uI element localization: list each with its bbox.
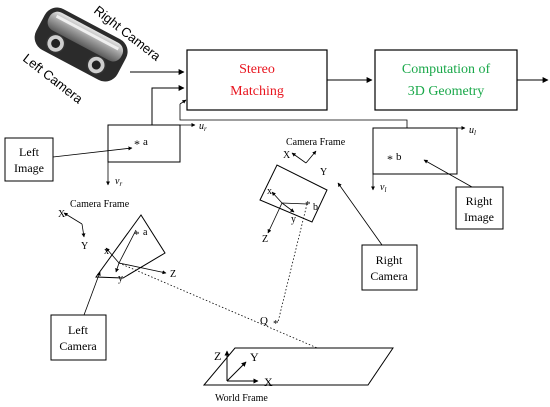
left-camera-x-inner-axis xyxy=(105,247,120,264)
stereo-matching-block xyxy=(186,49,328,111)
right-camera-callout-line2: Camera xyxy=(370,269,408,283)
geometry-line2: 3D Geometry xyxy=(408,84,485,99)
left-projection-ray xyxy=(118,262,323,351)
left-camera-image-plane xyxy=(95,214,166,279)
right-image-callout-arrow xyxy=(423,159,473,188)
world-x-label: X xyxy=(264,375,273,389)
right-camera-x-inner-axis xyxy=(271,191,283,204)
right-image-u-label: ul xyxy=(469,125,476,137)
left-camera-y-inner-axis xyxy=(115,262,120,273)
right-camera-x-inner: x xyxy=(267,186,272,197)
right-camera-z-label: Z xyxy=(262,234,268,245)
left-camera-x-inner: x xyxy=(104,246,109,257)
right-camera-x-axis xyxy=(291,152,307,164)
left-camera-frame-label: Camera Frame xyxy=(70,199,130,210)
right-camera-y-outer: Y xyxy=(320,167,327,178)
left-image-plane: ur vr * a xyxy=(106,121,207,188)
right-image-point-marker: * xyxy=(387,152,393,166)
left-image-callout-line2: Image xyxy=(14,161,44,175)
right-camera-y-axis xyxy=(305,150,317,164)
right-camera-callout xyxy=(361,244,418,291)
left-camera-callout-arrow xyxy=(83,271,101,316)
right-camera-callout-line1: Right xyxy=(376,253,403,267)
left-image-point-marker: * xyxy=(134,137,140,151)
left-image-callout xyxy=(4,137,54,182)
stereo-matching-line1: Stereo xyxy=(239,62,275,77)
left-camera-x-outer: X xyxy=(58,209,66,220)
world-y-axis xyxy=(226,361,247,382)
left-image-point-label: a xyxy=(143,136,148,148)
right-image-plane: ul vl * b xyxy=(371,125,476,194)
world-frame-label: World Frame xyxy=(215,393,268,404)
right-camera-frame-label: Camera Frame xyxy=(286,137,346,148)
right-camera-callout-arrow xyxy=(337,182,383,246)
stereo-matching-line2: Matching xyxy=(230,84,284,99)
right-camera-point-marker: * xyxy=(305,199,311,211)
left-camera-point-marker: * xyxy=(134,229,140,241)
right-image-point-label: b xyxy=(396,151,402,163)
right-image-callout-line1: Right xyxy=(466,194,493,208)
left-camera-y-outer: Y xyxy=(81,241,88,252)
left-camera-y-axis xyxy=(81,223,86,238)
computation-3d-geometry-block xyxy=(374,49,518,111)
right-camera-image-plane xyxy=(259,164,328,223)
right-image-callout-line2: Image xyxy=(464,210,494,224)
right-projection-ray xyxy=(277,203,308,323)
left-camera-point-label: a xyxy=(143,227,148,238)
right-camera-point-label: b xyxy=(313,202,318,213)
world-y-label: Y xyxy=(250,350,259,364)
stereo-camera-illustration xyxy=(34,7,128,82)
left-image-callout-line1: Left xyxy=(19,145,40,159)
left-camera-x-axis xyxy=(63,212,83,225)
stereo-camera-device: Right Camera Left Camera xyxy=(20,3,164,107)
world-ground-plane xyxy=(202,347,394,386)
right-image-v-label: vl xyxy=(380,182,386,194)
right-image-connector-arrowhead xyxy=(179,99,187,105)
right-camera-ray xyxy=(281,202,308,205)
right-camera-z-axis xyxy=(267,202,283,234)
left-image-to-stereo-connector xyxy=(151,85,185,125)
world-frame: Z X Y World Frame xyxy=(202,347,394,404)
right-camera-frame: Camera Frame X Y x y Z * b xyxy=(259,137,346,245)
world-point-marker: * xyxy=(273,318,279,330)
world-point-label: Q xyxy=(260,315,268,327)
left-camera-z-axis xyxy=(118,262,167,275)
left-camera-ray xyxy=(118,229,137,264)
left-image-v-label: vr xyxy=(115,176,122,188)
left-camera-callout-line2: Camera xyxy=(59,339,97,353)
left-image-u-label: ur xyxy=(199,121,207,133)
geometry-line1: Computation of xyxy=(402,62,491,77)
left-camera-frame: Camera Frame X Y x y Z * a xyxy=(58,199,176,284)
world-z-label: Z xyxy=(214,349,221,363)
right-image-rect xyxy=(372,127,458,175)
left-camera-z-label: Z xyxy=(170,269,176,280)
left-camera-callout-line1: Left xyxy=(68,323,89,337)
right-camera-y-inner: y xyxy=(291,214,296,225)
right-image-to-stereo-connector xyxy=(179,104,408,128)
right-image-callout xyxy=(455,186,504,230)
right-camera-x-outer: X xyxy=(283,150,291,161)
left-camera-callout xyxy=(50,314,107,361)
left-image-callout-arrow xyxy=(52,146,133,158)
right-camera-y-inner-axis xyxy=(281,202,295,213)
left-camera-y-inner: y xyxy=(118,273,123,284)
